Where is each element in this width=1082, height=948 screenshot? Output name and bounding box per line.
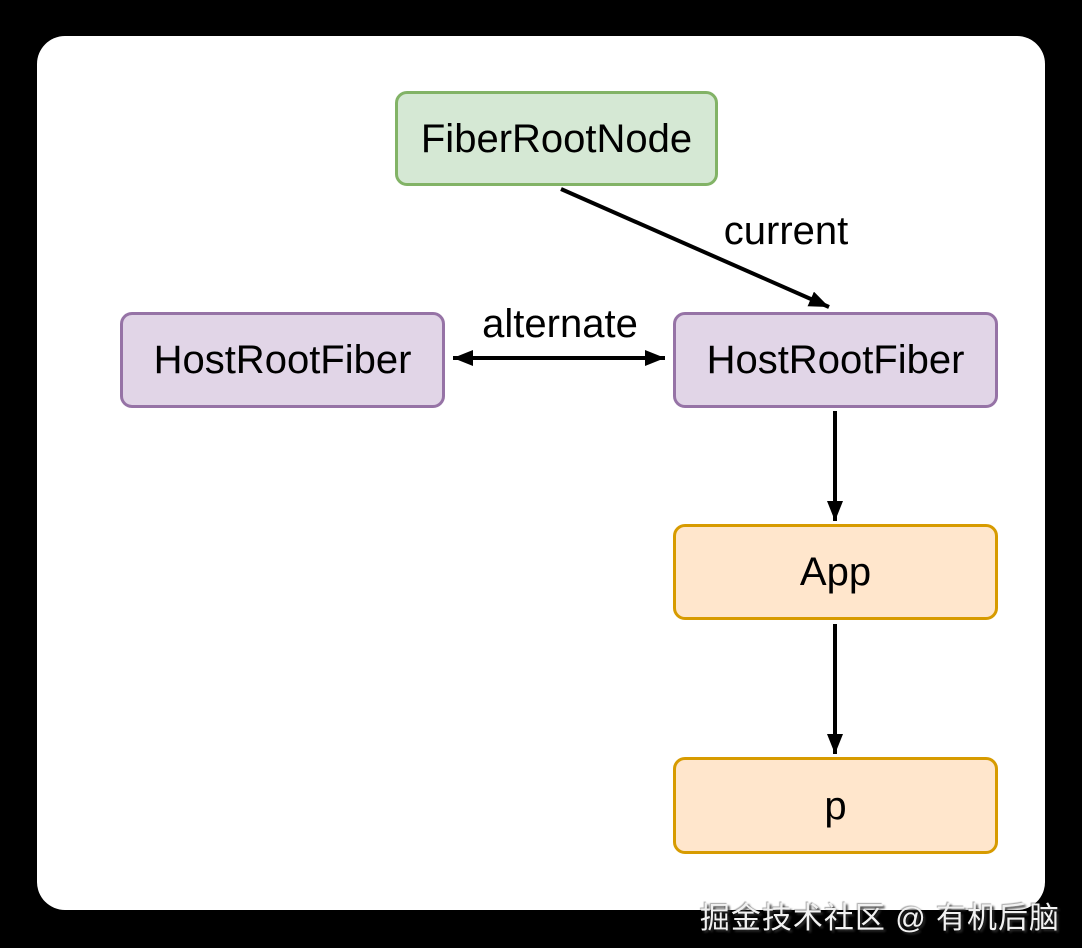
node-host-root-fiber-left: HostRootFiber xyxy=(120,312,445,408)
node-fiber-root-label: FiberRootNode xyxy=(420,116,693,161)
node-host-root-fiber-left-label: HostRootFiber xyxy=(153,338,412,382)
node-fiber-root: FiberRootNode xyxy=(395,91,718,186)
watermark-text: 掘金技术社区 @ 有机后脑 xyxy=(699,902,1060,935)
node-p: p xyxy=(673,757,998,854)
node-host-root-fiber-right-label: HostRootFiber xyxy=(706,338,965,382)
edge-label-alternate: alternate xyxy=(482,302,638,346)
node-host-root-fiber-right: HostRootFiber xyxy=(673,312,998,408)
node-app: App xyxy=(673,524,998,620)
edge-current-arrow xyxy=(560,187,830,309)
node-app-label: App xyxy=(799,550,872,594)
edge-label-current: current xyxy=(723,209,849,253)
node-p-label: p xyxy=(824,783,847,828)
